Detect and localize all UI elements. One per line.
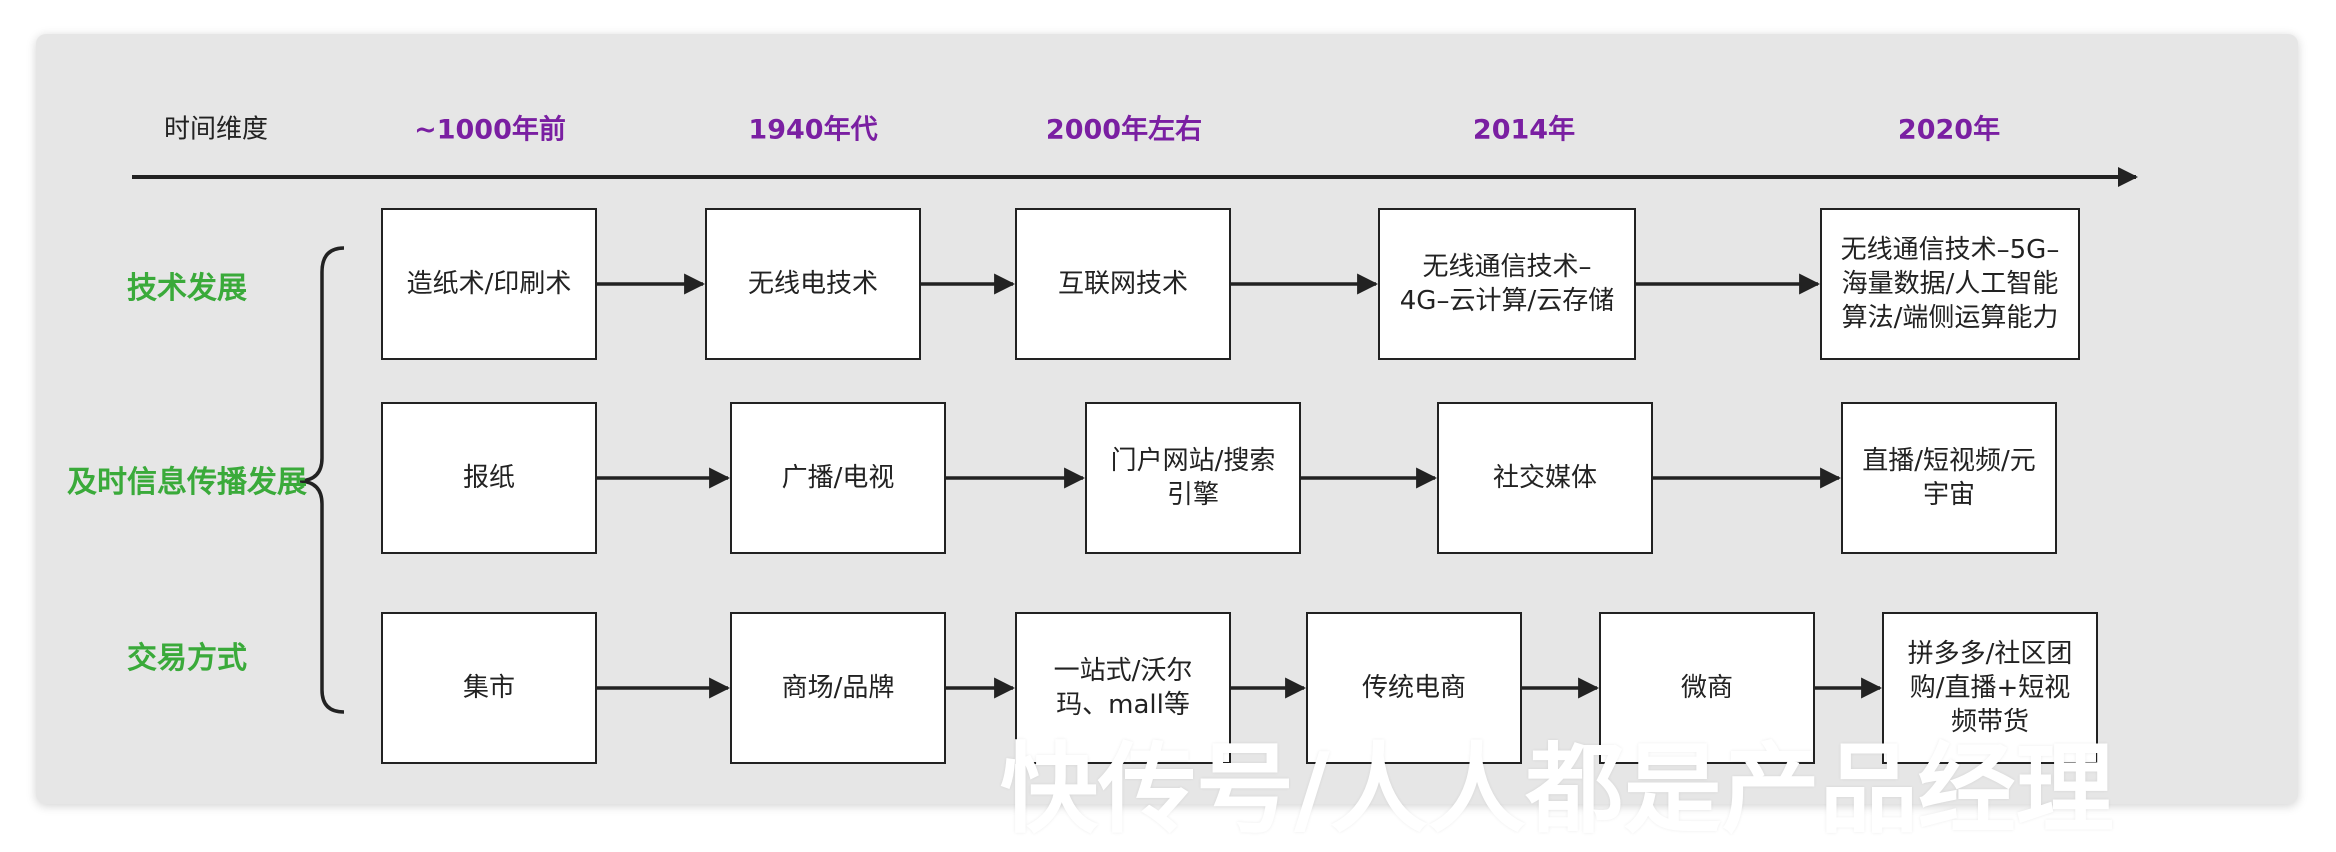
watermark: 快传号/人人都是产品经理 [1000,733,2114,847]
trade-node: 一站式/沃尔玛、mall等 [1015,612,1231,764]
tech-node: 互联网技术 [1015,208,1231,360]
trade-node: 传统电商 [1306,612,1522,764]
info-node: 广播/电视 [730,402,946,554]
era-label: 2000年左右 [1045,114,1203,146]
time-axis-label: 时间维度 [163,114,269,145]
era-label: 1940年代 [748,114,878,146]
flow-arrows [597,273,1883,699]
era-label: 2020年 [1897,114,2001,146]
era-label: ~1000年前 [414,114,566,146]
tech-node: 造纸术/印刷术 [381,208,597,360]
era-label: 2014年 [1472,114,1576,146]
info-node: 直播/短视频/元宇宙 [1841,402,2057,554]
info-node: 社交媒体 [1437,402,1653,554]
row-bracket [299,246,345,714]
tech-node: 无线通信技术–4G–云计算/云存储 [1378,208,1636,360]
row-label-tech: 技术发展 [127,271,247,306]
trade-node: 拼多多/社区团购/直播+短视频带货 [1882,612,2098,764]
trade-node: 商场/品牌 [730,612,946,764]
info-node: 报纸 [381,402,597,554]
row-label-trade: 交易方式 [127,641,247,676]
row-label-info: 及时信息传播发展 [67,465,307,500]
info-node: 门户网站/搜索引擎 [1085,402,1301,554]
tech-node: 无线电技术 [705,208,921,360]
tech-node: 无线通信技术–5G–海量数据/人工智能算法/端侧运算能力 [1820,208,2080,360]
trade-node: 微商 [1599,612,1815,764]
trade-node: 集市 [381,612,597,764]
